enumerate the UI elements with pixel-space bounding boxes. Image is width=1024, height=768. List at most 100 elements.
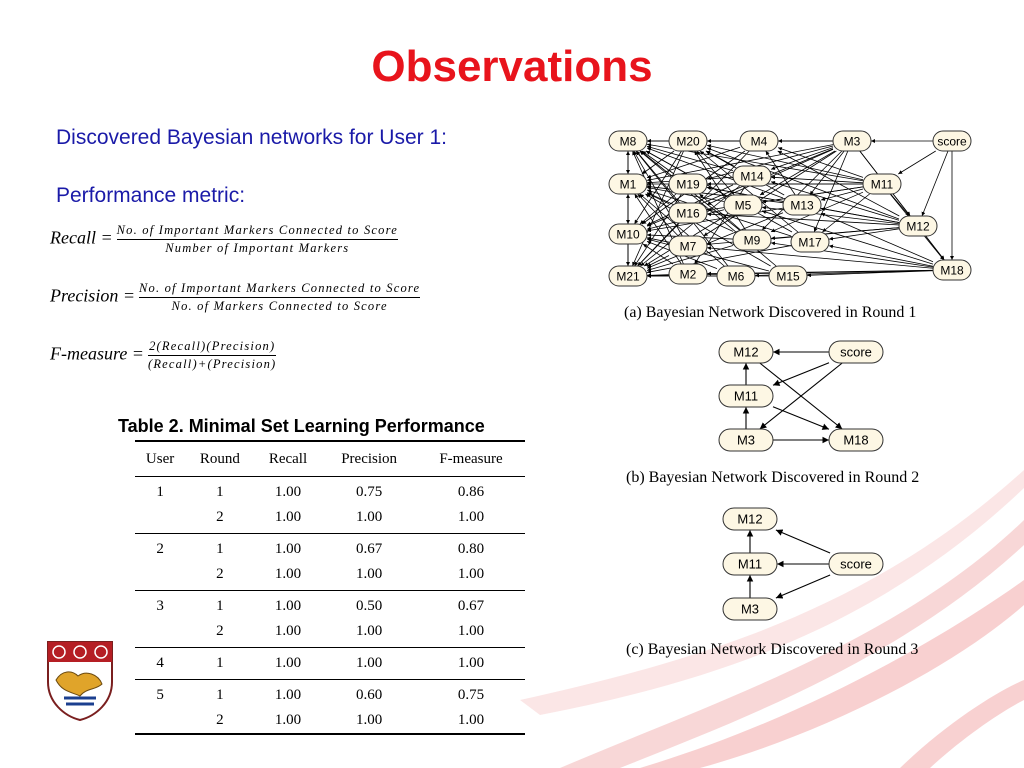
- edge-M12-to-M4: [777, 150, 900, 217]
- node-label: M11: [738, 557, 762, 572]
- table-cell: 1: [216, 541, 224, 557]
- table-cell: 0.75: [457, 687, 485, 703]
- edge-M18-to-M17: [828, 244, 934, 267]
- edge-score-to-M11: [772, 362, 830, 386]
- table-header-cell: Recall: [254, 440, 322, 477]
- node-M3: M3: [718, 428, 774, 452]
- recall-lhs: Recall =: [50, 227, 113, 248]
- edge-M12-to-M18: [925, 235, 945, 261]
- table-cell: 1.00: [254, 647, 322, 680]
- table-cell: 0.67: [457, 598, 485, 614]
- node-label: score: [840, 557, 872, 572]
- node-label: M9: [744, 233, 761, 247]
- edge-M3-to-M13: [809, 150, 845, 196]
- node-label: M16: [676, 206, 700, 220]
- edge-M15-to-M1: [645, 193, 771, 267]
- table-cell: 0.80: [457, 541, 485, 557]
- node-label: M6: [728, 269, 745, 283]
- edge-M3-to-M5: [759, 150, 836, 196]
- node-label: M12: [733, 345, 758, 360]
- table-cell: 1.00: [254, 619, 322, 648]
- table-cell: 0.60: [356, 687, 383, 703]
- node-M12: M12: [722, 507, 778, 531]
- table-cell: 2: [156, 541, 164, 557]
- table-cell: 1.00: [254, 562, 322, 591]
- node-label: M17: [798, 235, 822, 249]
- node-label: M13: [790, 198, 814, 212]
- edge-M12-to-M18: [759, 362, 843, 430]
- edge-M13-to-M21: [646, 212, 784, 269]
- table-cell: 1: [216, 484, 224, 500]
- node-M13: M13: [782, 194, 822, 216]
- table-cell: 3: [156, 598, 164, 614]
- edge-M15-to-M10: [646, 238, 770, 272]
- network-round1-caption: (a) Bayesian Network Discovered in Round…: [624, 304, 917, 321]
- table-cell: 1.00: [416, 562, 525, 591]
- node-M5: M5: [723, 194, 763, 216]
- table-header-cell: Round: [185, 440, 255, 477]
- edge-M7-to-M1: [637, 193, 679, 237]
- precision-numerator: No. of Important Markers Connected to Sc…: [138, 280, 421, 298]
- table-cell: 2: [185, 619, 255, 648]
- table-cell: [135, 708, 186, 735]
- table-cell: 0.86: [457, 484, 485, 500]
- metric-label: Performance metric:: [56, 184, 246, 207]
- edge-M14-to-M20: [706, 150, 734, 167]
- edge-M18-to-M5: [761, 210, 934, 265]
- edge-M19-to-M10: [639, 193, 677, 225]
- precision-denominator: No. of Markers Connected to Score: [171, 299, 388, 313]
- edge-M11-to-M12: [890, 193, 910, 217]
- table-cell: 1.00: [321, 708, 417, 735]
- node-label: M12: [906, 219, 930, 233]
- precision-lhs: Precision =: [50, 285, 135, 306]
- edge-M12-to-M14: [770, 180, 900, 221]
- edge-M16-to-M1: [646, 192, 670, 205]
- node-label: M11: [734, 389, 758, 404]
- node-label: M8: [620, 134, 637, 148]
- table-cell: 0.50: [356, 598, 383, 614]
- node-score: score: [932, 130, 972, 152]
- node-M15: M15: [768, 265, 808, 287]
- edge-score-to-M3: [775, 574, 831, 599]
- table-cell: 1: [156, 484, 164, 500]
- edge-M14-to-M21: [640, 185, 740, 267]
- node-label: M14: [740, 169, 764, 183]
- edge-M4-to-M1: [646, 146, 741, 179]
- recall-formula: Recall =No. of Important Markers Connect…: [50, 222, 398, 257]
- node-M17: M17: [790, 231, 830, 253]
- edge-M7-to-M21: [646, 255, 670, 267]
- edge-M16-to-M8: [636, 150, 680, 204]
- network-round3-caption: (c) Bayesian Network Discovered in Round…: [626, 641, 919, 658]
- node-label: M4: [751, 134, 768, 148]
- node-M1: M1: [608, 173, 648, 195]
- edge-M5-to-M20: [696, 150, 735, 196]
- fmeasure-numerator: 2(Recall)(Precision): [147, 338, 277, 356]
- node-M12: M12: [898, 215, 938, 237]
- table-header-cell: User: [135, 440, 186, 477]
- edge-M3-to-M14: [770, 147, 834, 170]
- edge-M2-to-M10: [642, 243, 674, 265]
- node-M21: M21: [608, 265, 648, 287]
- table-cell: 1.00: [321, 562, 417, 591]
- edge-M3-to-M9: [761, 150, 843, 231]
- edge-M11-to-M13: [820, 188, 864, 201]
- node-M12: M12: [718, 340, 774, 364]
- table-cell: 1.00: [321, 619, 417, 648]
- table-cell: 4: [135, 647, 186, 680]
- edge-M12-to-M17: [828, 228, 900, 241]
- table-cell: 1.00: [274, 541, 302, 557]
- node-M3: M3: [722, 597, 778, 621]
- table-cell: 1.00: [274, 598, 302, 614]
- node-label: M10: [616, 227, 640, 241]
- table-cell: [135, 619, 186, 648]
- table-cell: 1.00: [254, 505, 322, 534]
- table-header-cell: Precision: [321, 440, 417, 477]
